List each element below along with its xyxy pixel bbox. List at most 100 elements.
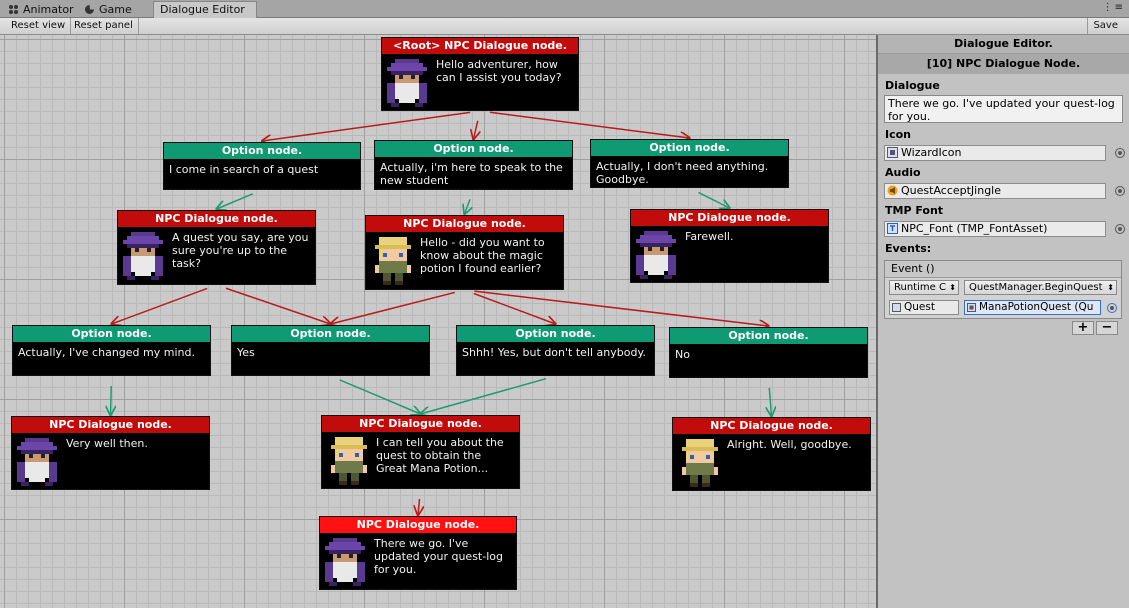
option-node-opt6[interactable]: Option node. Shhh! Yes, but don't tell an… <box>456 325 655 376</box>
node-text: Actually, I don't need anything. Goodbye… <box>596 160 769 186</box>
dialogue-text-field[interactable]: There we go. I've updated your quest-log… <box>884 95 1123 123</box>
audio-object-field[interactable]: QuestAcceptJingle <box>884 183 1106 199</box>
node-text: Actually, I've changed my mind. <box>18 346 195 359</box>
student-portrait-icon <box>331 437 367 485</box>
icon-value: WizardIcon <box>901 146 962 159</box>
runtime-mode-value: Runtime C <box>894 282 946 293</box>
node-text: Yes <box>237 346 255 359</box>
node-header[interactable]: NPC Dialogue node. <box>118 211 315 227</box>
connection-opt5-to-npc5 <box>339 379 421 414</box>
node-body: I come in search of a quest <box>164 159 360 180</box>
save-button[interactable]: Save <box>1087 18 1123 34</box>
inspector-node-title: [10] NPC Dialogue Node. <box>878 54 1129 74</box>
tab-animator[interactable]: Animator <box>2 1 80 18</box>
node-body: Hello adventurer, how can I assist you t… <box>382 54 578 112</box>
icon-object-field[interactable]: WizardIcon <box>884 145 1106 161</box>
node-text: I come in search of a quest <box>169 163 319 176</box>
option-node-opt4[interactable]: Option node. Actually, I've changed my mi… <box>12 325 211 376</box>
tmp-font-object-field[interactable]: NPC_Font (TMP_FontAsset) <box>884 221 1106 237</box>
connection-root-to-opt1 <box>262 111 471 141</box>
npc-dialogue-node-npc3[interactable]: NPC Dialogue node. Farewell. <box>630 209 829 283</box>
wizard-portrait-icon <box>387 59 427 107</box>
wizard-portrait-icon <box>636 231 676 279</box>
wizard-portrait-icon <box>17 438 57 486</box>
tab-game[interactable]: Game <box>78 1 138 18</box>
node-text: Shhh! Yes, but don't tell anybody. <box>462 346 646 359</box>
npc-dialogue-node-npc6[interactable]: NPC Dialogue node. Alright. Well, goodbye… <box>672 417 871 491</box>
node-body: Very well then. <box>12 433 209 491</box>
window-menu-icon[interactable]: ⋮≡ <box>1102 2 1125 13</box>
node-text: I can tell you about the quest to obtain… <box>376 436 504 475</box>
tab-label: Animator <box>23 2 74 16</box>
node-header[interactable]: Option node. <box>232 326 429 342</box>
node-header[interactable]: Option node. <box>164 143 360 159</box>
node-text: Farewell. <box>685 230 734 243</box>
node-header[interactable]: NPC Dialogue node. <box>320 517 516 533</box>
editor-toolbar: Reset view Reset panel Save <box>0 18 1129 35</box>
runtime-mode-dropdown[interactable]: Runtime C ⬍ <box>889 280 959 295</box>
option-node-opt5[interactable]: Option node. Yes <box>231 325 430 376</box>
dialogue-graph-canvas[interactable]: <Root> NPC Dialogue node.Hello adventure… <box>0 35 876 608</box>
node-body: Actually, I don't need anything. Goodbye… <box>591 156 788 190</box>
node-header[interactable]: Option node. <box>13 326 210 342</box>
window-tab-bar: Animator Game Dialogue Editor ⋮≡ <box>0 0 1129 18</box>
argument-picker-icon[interactable] <box>1107 303 1117 313</box>
font-picker-icon[interactable] <box>1115 224 1125 234</box>
scriptable-object-icon <box>967 303 976 312</box>
target-object-field[interactable]: Quest <box>889 300 959 315</box>
npc-dialogue-node-npc1[interactable]: NPC Dialogue node. A quest you say, are y… <box>117 210 316 285</box>
audio-value: QuestAcceptJingle <box>901 184 1002 197</box>
tab-dialogue-editor[interactable]: Dialogue Editor <box>153 1 257 18</box>
node-text: Alright. Well, goodbye. <box>727 438 852 451</box>
inspector-title: Dialogue Editor. <box>878 35 1129 54</box>
option-node-opt7[interactable]: Option node.No <box>669 327 868 378</box>
option-node-opt1[interactable]: Option node. I come in search of a quest <box>163 142 361 190</box>
npc-dialogue-node-npc2[interactable]: NPC Dialogue node. Hello - did you want t… <box>365 215 564 290</box>
node-header[interactable]: Option node. <box>670 328 867 344</box>
node-body: A quest you say, are you sure you're up … <box>118 227 315 285</box>
option-node-opt2[interactable]: Option node.Actually, i'm here to speak … <box>374 140 573 190</box>
option-node-opt3[interactable]: Option node. Actually, I don't need anyth… <box>590 139 789 188</box>
node-header[interactable]: NPC Dialogue node. <box>12 417 209 433</box>
npc-dialogue-node-npc7[interactable]: NPC Dialogue node.There we go. I've upda… <box>319 516 517 590</box>
tab-label: Game <box>99 2 132 16</box>
audio-picker-icon[interactable] <box>1115 186 1125 196</box>
sprite-asset-icon <box>887 147 898 158</box>
npc-dialogue-node-root[interactable]: <Root> NPC Dialogue node.Hello adventure… <box>381 37 579 111</box>
icon-picker-icon[interactable] <box>1115 148 1125 158</box>
reset-panel-button[interactable]: Reset panel <box>69 18 139 34</box>
function-dropdown[interactable]: QuestManager.BeginQuest ⬍ <box>964 280 1117 295</box>
node-header[interactable]: <Root> NPC Dialogue node. <box>382 38 578 54</box>
connection-npc2-to-opt7 <box>474 290 768 326</box>
node-header[interactable]: Option node. <box>375 141 572 157</box>
tmp-font-label: TMP Font <box>885 204 944 217</box>
node-header[interactable]: NPC Dialogue node. <box>366 216 563 232</box>
animator-icon <box>8 4 19 15</box>
node-header[interactable]: Option node. <box>591 140 788 156</box>
connection-opt2-to-npc2 <box>465 199 470 214</box>
connection-npc5-to-npc7 <box>418 498 420 515</box>
add-event-button[interactable]: + <box>1072 321 1094 335</box>
connection-npc2-to-opt6 <box>473 292 556 324</box>
node-header[interactable]: Option node. <box>457 326 654 342</box>
tmp-font-value: NPC_Font (TMP_FontAsset) <box>901 222 1048 235</box>
node-body: Shhh! Yes, but don't tell anybody. <box>457 342 654 363</box>
node-text: Hello - did you want to know about the m… <box>420 236 545 275</box>
node-body: Yes <box>232 342 429 363</box>
node-connections <box>0 111 876 608</box>
node-header[interactable]: NPC Dialogue node. <box>673 418 870 434</box>
script-object-icon <box>892 303 901 312</box>
npc-dialogue-node-npc4[interactable]: NPC Dialogue node.Very well then. <box>11 416 210 490</box>
node-text: A quest you say, are you sure you're up … <box>172 231 309 270</box>
audio-clip-icon <box>887 185 898 196</box>
remove-event-button[interactable]: − <box>1096 321 1118 335</box>
student-portrait-icon <box>375 237 411 285</box>
npc-dialogue-node-npc5[interactable]: NPC Dialogue node. I can tell you about t… <box>321 415 520 489</box>
node-header[interactable]: NPC Dialogue node. <box>322 416 519 432</box>
node-header[interactable]: NPC Dialogue node. <box>631 210 828 226</box>
node-body: Farewell. <box>631 226 828 284</box>
connection-npc1-to-opt5 <box>225 287 331 324</box>
argument-object-field[interactable]: ManaPotionQuest (Qu <box>964 300 1101 315</box>
reset-view-button[interactable]: Reset view <box>6 18 72 34</box>
argument-object-value: ManaPotionQuest (Qu <box>979 301 1094 313</box>
